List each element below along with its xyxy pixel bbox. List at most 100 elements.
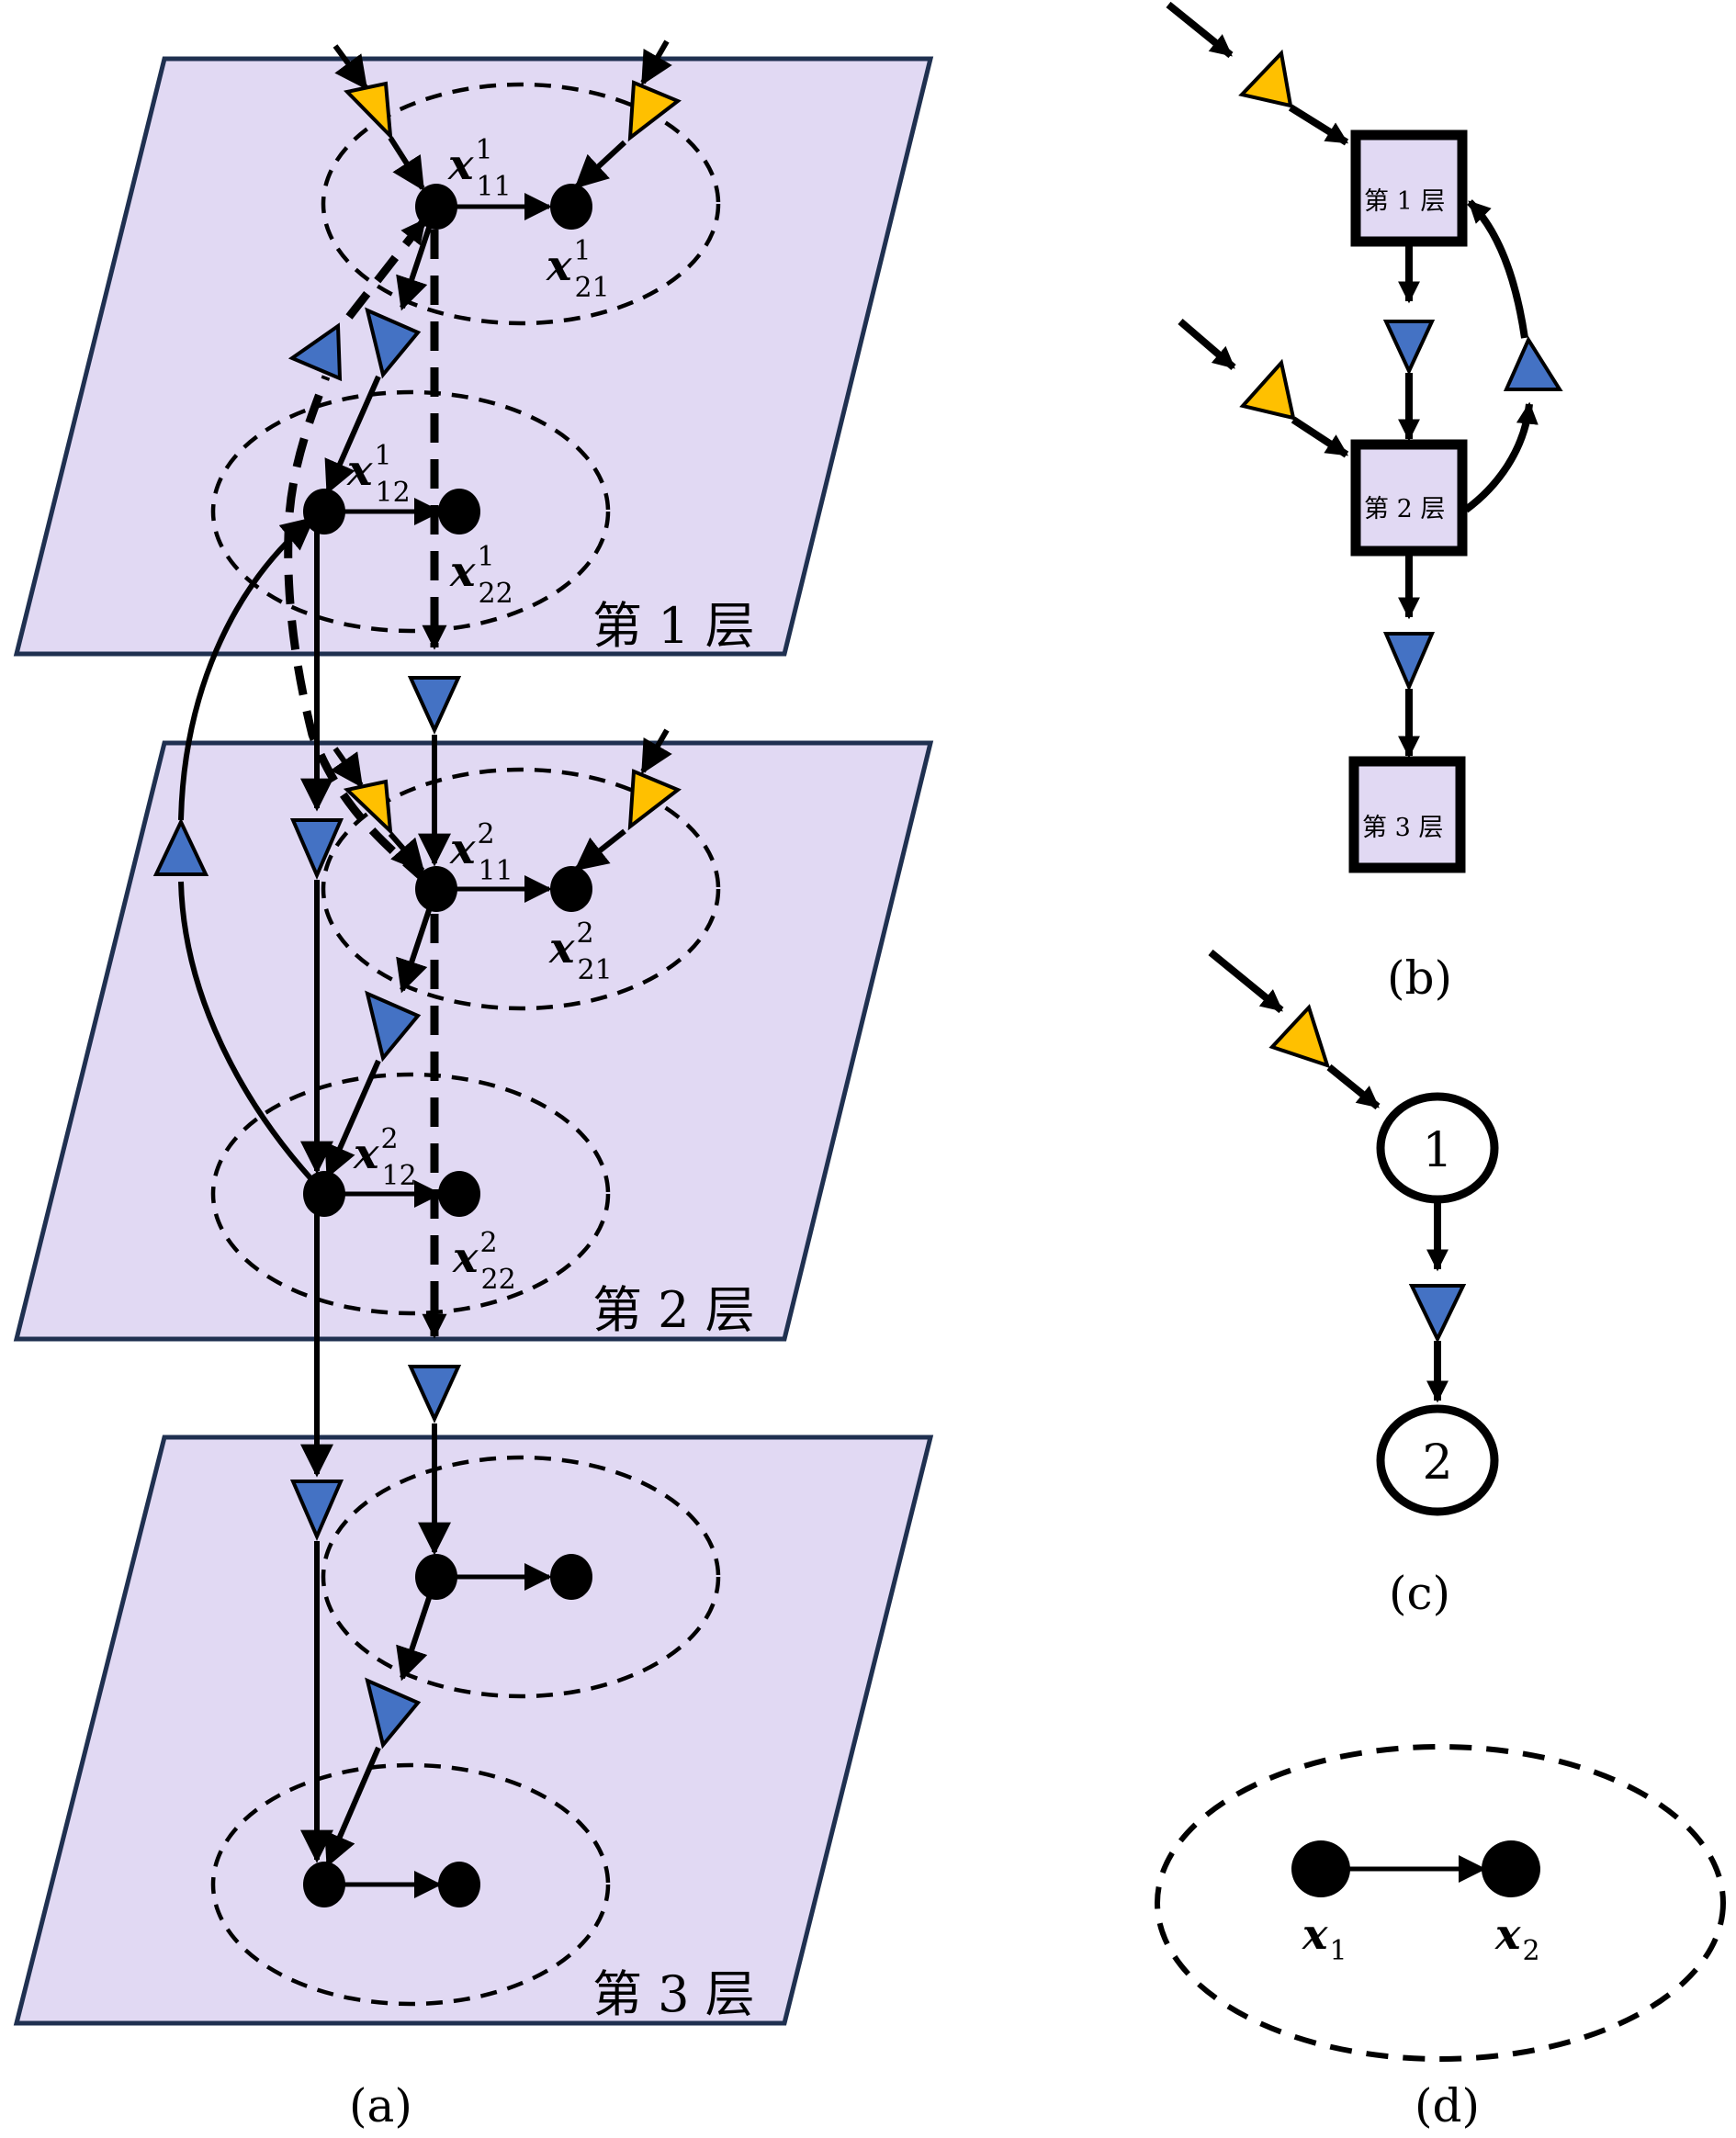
input-edge-tri-l1-x21: [574, 140, 627, 189]
node-1[interactable]: [1376, 1092, 1499, 1204]
input-edge-tri-l2-x11: [388, 832, 425, 873]
blue-triangle-icon: [152, 817, 209, 876]
node-l3-x11[interactable]: [415, 1554, 457, 1600]
yellow-triangle-icon: [1268, 1004, 1331, 1069]
layer-3-nodes: [303, 1554, 592, 1907]
box-layer-3-label: 第 3 层: [1362, 814, 1443, 842]
feedback-box2-to-tri: [1463, 401, 1539, 513]
node-x1[interactable]: [1291, 1840, 1350, 1897]
layer-2-plane: [13, 740, 934, 1342]
blue-triangle-icon: [289, 1480, 344, 1542]
input-edge-node1: [1208, 949, 1284, 1014]
yellow-triangle-icon: [344, 81, 393, 141]
input-edge-tri-box1: [1288, 104, 1349, 146]
yellow-triangle-icon: [343, 779, 393, 837]
edge-l2-x11-to-tri: [396, 906, 433, 994]
blue-triangle-icon: [1382, 632, 1436, 692]
panel-b: 第 1 层 第 2 层 第 3 层 (b): [1166, 1, 1563, 1005]
edge-tri-to-l1-x12: [324, 375, 381, 495]
layer-3-plane: [13, 1435, 934, 2026]
blue-triangle-icon: [365, 990, 422, 1063]
node-2[interactable]: [1376, 1404, 1499, 1516]
edge-l1-x11-to-tri: [396, 224, 433, 311]
node-l2-x22[interactable]: [438, 1171, 480, 1217]
dashed-feedback-l2-to-l1: [284, 375, 430, 885]
blue-triangle-icon: [1382, 320, 1436, 376]
node-l2-x11[interactable]: [415, 866, 457, 912]
input-edge-l1-x21: [640, 39, 672, 86]
box-layer-3[interactable]: [1348, 756, 1466, 873]
layer-2-group-2-ellipse: [210, 1072, 611, 1316]
node-l3-x12[interactable]: [303, 1862, 345, 1907]
node-l1-x21[interactable]: [550, 184, 592, 230]
node-2-label: 2: [1422, 1435, 1452, 1491]
input-edge-box1: [1166, 1, 1234, 59]
node-l2-x21[interactable]: [550, 866, 592, 912]
layer-1-group-1-ellipse: [321, 82, 721, 326]
caption-d: (d): [1415, 2079, 1480, 2132]
node-x2[interactable]: [1482, 1840, 1540, 1897]
layer-1-label: 第 1 层: [592, 597, 755, 655]
blue-triangle-icon: [407, 676, 462, 735]
label-x1: x1: [1302, 1909, 1347, 1967]
input-edge-l1-x11: [333, 44, 368, 90]
input-edge-tri-box2: [1291, 416, 1349, 458]
yellow-triangle-icon: [627, 80, 682, 142]
input-edge-tri-l1-x11: [388, 136, 425, 192]
yellow-triangle-icon: [1239, 358, 1296, 421]
dashed-feedback-to-l1x11: [345, 218, 428, 320]
layer-1-plane: [13, 56, 934, 657]
box-layer-1-label: 第 1 层: [1364, 187, 1445, 216]
node-l2-x12[interactable]: [303, 1171, 345, 1217]
panel-c: 1 2 (c): [1208, 949, 1499, 1620]
blue-triangle-icon: [407, 1365, 462, 1423]
caption-b: (b): [1387, 951, 1452, 1005]
box-layer-2-label: 第 2 层: [1364, 495, 1445, 523]
input-edge-tri-node1: [1326, 1063, 1381, 1110]
edge-l3-x11-to-tri: [396, 1594, 433, 1682]
node-1-label: 1: [1422, 1123, 1452, 1178]
edge-tri-to-l2-x12: [324, 1059, 381, 1179]
input-edge-l2-x11: [330, 747, 364, 788]
feedback-tri-to-box1: [1467, 199, 1528, 339]
caption-a: (a): [349, 2079, 412, 2132]
layer-1-nodes: [303, 184, 592, 534]
layer-3-group-2-ellipse: [210, 1762, 611, 2007]
yellow-triangle-icon: [1238, 49, 1293, 108]
layer-2-nodes: [303, 866, 592, 1217]
input-edge-box2: [1178, 318, 1236, 371]
label-x2: x2: [1494, 1909, 1540, 1967]
panel-d: x1 x2 (d): [1155, 1744, 1726, 2132]
box-layer-2[interactable]: [1350, 439, 1468, 557]
blue-triangle-icon: [1408, 1284, 1467, 1344]
input-edge-l2-x21: [640, 728, 672, 775]
feedback-curve-l2-to-l1: [178, 881, 324, 1193]
input-edge-tri-l2-x21: [574, 828, 626, 872]
node-l3-x22[interactable]: [438, 1862, 480, 1907]
node-l1-x22[interactable]: [438, 489, 480, 534]
blue-triangle-icon: [287, 322, 343, 382]
layer-3-group-1-ellipse: [321, 1455, 721, 1699]
node-l3-x21[interactable]: [550, 1554, 592, 1600]
layer-3-label: 第 3 层: [592, 1965, 755, 2023]
blue-triangle-icon: [289, 818, 344, 881]
layer-1-group-2-ellipse: [210, 389, 611, 634]
blue-triangle-icon: [365, 1677, 422, 1750]
node-l1-x11[interactable]: [415, 184, 457, 230]
edge-tri-to-l3-x12: [324, 1746, 381, 1868]
box-layer-1[interactable]: [1350, 129, 1468, 247]
node-l1-x12[interactable]: [303, 489, 345, 534]
yellow-triangle-icon: [627, 769, 682, 831]
caption-c: (c): [1389, 1567, 1450, 1620]
layer-2-label: 第 2 层: [592, 1281, 755, 1339]
feedback-curve-upper: [178, 516, 315, 821]
